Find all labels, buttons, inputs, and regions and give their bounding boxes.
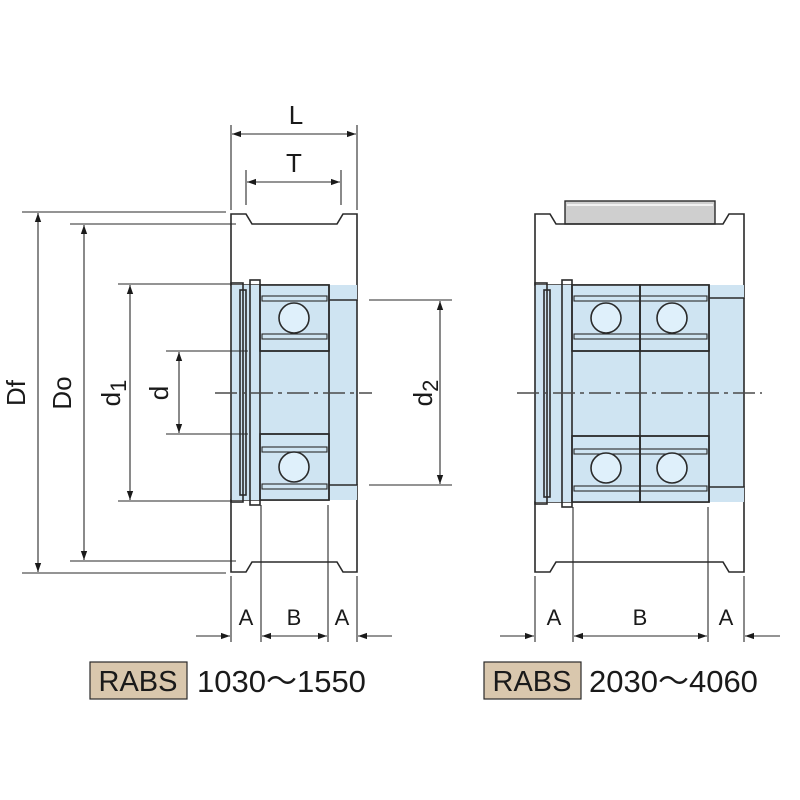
dim-label-B: B <box>633 605 648 630</box>
dim-label-L: L <box>289 100 303 130</box>
left-dimension-lines <box>34 130 444 640</box>
dim-label-d1: d1 <box>96 380 131 407</box>
dim-label-Do: Do <box>47 376 77 409</box>
right-bearing-figure: A B A RABS 2030～4060 <box>483 200 780 700</box>
dim-label-A-left: A <box>547 605 562 630</box>
ball-icon <box>590 452 622 484</box>
left-caption: RABS 1030～1550 <box>89 661 366 700</box>
left-extension-lines <box>22 125 452 642</box>
svg-text:RABS: RABS <box>99 666 178 698</box>
right-caption: RABS 2030～4060 <box>483 661 758 700</box>
left-lower-bearing <box>259 433 330 501</box>
dim-label-Df: Df <box>1 379 31 406</box>
series-badge <box>89 661 188 700</box>
series-badge <box>483 661 582 700</box>
dim-label-B: B <box>287 605 302 630</box>
ball-icon <box>590 302 622 334</box>
svg-text:RABS: RABS <box>493 666 572 698</box>
ball-icon <box>656 302 688 334</box>
dim-label-T: T <box>286 148 302 178</box>
dim-label-A-right: A <box>719 605 734 630</box>
left-bearing-figure: L T Df Do d1 d d2 A B A RABS 1030～1550 <box>1 100 452 700</box>
model-range: 1030～1550 <box>197 664 366 699</box>
left-upper-bearing <box>259 284 330 352</box>
ball-icon <box>278 302 310 334</box>
ball-icon <box>656 452 688 484</box>
ball-icon <box>278 451 310 483</box>
model-range: 2030～4060 <box>589 664 758 699</box>
dim-label-d2: d2 <box>408 380 443 407</box>
dim-label-d: d <box>144 386 174 400</box>
dim-label-A-left: A <box>239 605 254 630</box>
dim-label-A-right: A <box>335 605 350 630</box>
right-extension-lines <box>534 507 745 642</box>
